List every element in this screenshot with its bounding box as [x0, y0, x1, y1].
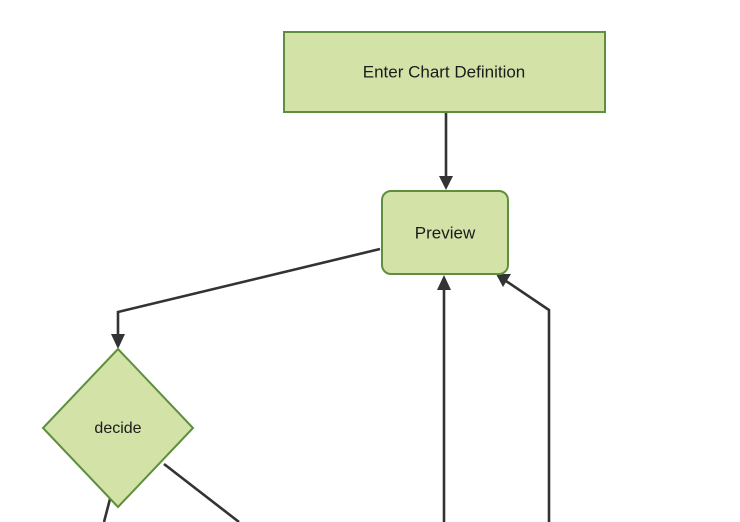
edge-enter-to-preview[interactable]	[439, 113, 453, 190]
edge-preview-to-decide[interactable]	[111, 247, 381, 349]
node-group: Enter Chart Definition Preview decide	[41, 31, 606, 509]
edge-line-return-right	[505, 279, 551, 522]
node-label-enter-chart-definition: Enter Chart Definition	[363, 62, 526, 81]
arrowhead-into-preview-top	[439, 176, 453, 190]
edge-line-decide-bottom	[102, 498, 112, 522]
node-label-decide: decide	[94, 420, 141, 437]
edge-decide-right-offscreen[interactable]	[163, 462, 240, 522]
arrowhead-into-preview-bottom-center	[437, 275, 451, 290]
arrowhead-into-preview-bottom-right	[496, 274, 511, 287]
edge-line-decide-right	[163, 462, 240, 522]
node-shape-decide	[41, 347, 195, 509]
node-enter-chart-definition[interactable]: Enter Chart Definition	[283, 31, 606, 113]
edge-group	[102, 113, 551, 522]
edge-return-right-to-preview[interactable]	[496, 274, 551, 522]
edge-return-center-to-preview[interactable]	[437, 275, 451, 522]
arrowhead-into-decide-top	[111, 334, 125, 349]
node-preview[interactable]: Preview	[381, 190, 509, 275]
node-shape-enter-chart-definition	[283, 31, 606, 113]
node-shape-preview	[381, 190, 509, 275]
node-decide[interactable]: decide	[41, 347, 195, 509]
node-label-preview: Preview	[415, 223, 476, 242]
edge-decide-bottom-offscreen[interactable]	[102, 498, 112, 522]
edge-line-preview-to-decide	[116, 247, 381, 339]
